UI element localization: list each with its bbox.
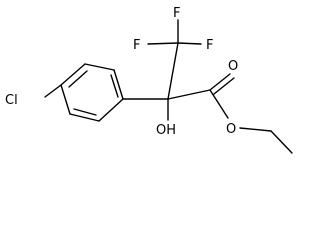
molecule-structure-diagram: Cl F F F OH O O	[5, 6, 293, 154]
ring-inner-double-3	[73, 108, 97, 116]
fluorine-right-bond	[177, 42, 202, 45]
ethyl-bond-2	[270, 130, 293, 154]
benzene-ring	[60, 63, 124, 122]
hydroxyl-label: OH	[156, 123, 176, 138]
ring-bond-5	[69, 113, 100, 122]
fluorine-left-bond	[147, 42, 179, 45]
ring-bond-6	[60, 84, 71, 115]
ester-oxygen-bond	[209, 89, 229, 119]
ring-bond-1	[60, 63, 86, 86]
chlorine-label: Cl	[5, 93, 18, 108]
carbonyl-oxygen-label: O	[228, 59, 238, 74]
fluorine-right-label: F	[206, 38, 213, 53]
ring-bond-2	[84, 63, 115, 71]
carbonyl-bond-outer	[209, 73, 231, 91]
ester-oxygen-label: O	[226, 122, 236, 137]
fluorine-left-label: F	[133, 38, 140, 53]
ring-bond-4	[98, 98, 124, 122]
fluorine-top-label: F	[173, 6, 180, 21]
ethyl-bond-1	[239, 127, 272, 132]
ring-inner-double-2	[110, 74, 119, 98]
ring-inner-double-1	[68, 70, 88, 88]
ring-bond-3	[113, 69, 124, 100]
ester-carbon-bond	[167, 89, 211, 100]
structure-canvas: Cl F F F OH O O	[5, 6, 293, 154]
cf3-bond	[167, 42, 179, 100]
carbonyl-bond-inner	[213, 77, 235, 95]
chlorine-bond	[44, 84, 62, 98]
